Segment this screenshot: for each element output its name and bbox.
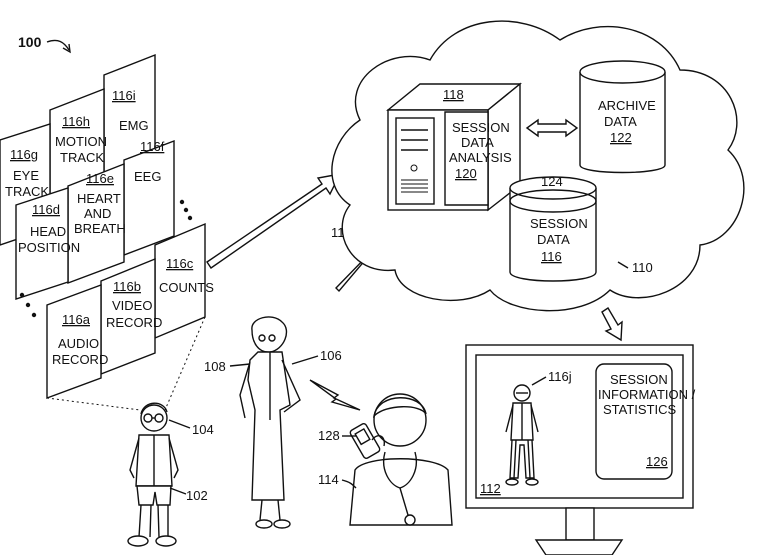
svg-text:116a: 116a — [62, 312, 91, 327]
svg-text:ARCHIVE: ARCHIVE — [598, 98, 656, 113]
svg-text:106: 106 — [320, 348, 342, 363]
svg-text:HEART: HEART — [77, 191, 121, 206]
svg-text:SESSION: SESSION — [610, 372, 668, 387]
svg-text:TRACK: TRACK — [60, 150, 104, 165]
svg-text:AUDIO: AUDIO — [58, 336, 99, 351]
svg-text:116: 116 — [541, 249, 562, 264]
wireless-signal-icon — [310, 380, 360, 410]
svg-text:EEG: EEG — [134, 169, 161, 184]
svg-text:SESSION: SESSION — [530, 216, 588, 231]
svg-text:116b: 116b — [113, 279, 141, 294]
svg-text:116e: 116e — [86, 171, 114, 186]
svg-text:116c: 116c — [166, 256, 194, 271]
adult-figure-106: 108 106 — [204, 317, 342, 528]
svg-text:DATA: DATA — [604, 114, 637, 129]
panel-116a: 116a AUDIO RECORD — [47, 285, 108, 398]
server-118: 118 SESSION DATA ANALYSIS 120 — [388, 84, 520, 210]
svg-text:DATA: DATA — [461, 135, 494, 150]
svg-text:ANALYSIS: ANALYSIS — [449, 150, 512, 165]
session-data-116: 124 SESSION DATA 116 — [510, 174, 596, 281]
svg-text:120: 120 — [455, 166, 477, 181]
panel-116e: 116e HEART AND BREATH — [68, 164, 126, 283]
svg-text:BREATH: BREATH — [74, 221, 126, 236]
svg-text:DATA: DATA — [537, 232, 570, 247]
svg-text:AND: AND — [84, 206, 111, 221]
clinician-figure-114: 128 114 — [318, 394, 452, 525]
svg-text:EYE: EYE — [13, 168, 39, 183]
svg-text:POSITION: POSITION — [18, 240, 80, 255]
svg-text:114: 114 — [318, 472, 339, 487]
svg-text:116f: 116f — [140, 139, 165, 154]
svg-text:HEAD: HEAD — [30, 224, 66, 239]
panel-116c: 116c COUNTS — [155, 224, 214, 338]
svg-text:COUNTS: COUNTS — [159, 280, 214, 295]
data-flow-arrow-to-cloud — [207, 174, 340, 268]
svg-text:124: 124 — [541, 174, 563, 189]
cloud-to-monitor-arrow — [602, 308, 622, 340]
svg-text:102: 102 — [186, 488, 208, 503]
svg-text:116g: 116g — [10, 147, 38, 162]
svg-text:108: 108 — [204, 359, 226, 374]
svg-text:RECORD: RECORD — [52, 352, 108, 367]
svg-text:MOTION: MOTION — [55, 134, 107, 149]
svg-text:INFORMATION /: INFORMATION / — [598, 387, 696, 402]
monitor-112: SESSION INFORMATION / STATISTICS 126 112… — [466, 345, 696, 555]
svg-text:STATISTICS: STATISTICS — [603, 402, 677, 417]
svg-text:104: 104 — [192, 422, 214, 437]
figure-number: 100 — [18, 34, 42, 50]
svg-text:112: 112 — [480, 481, 501, 496]
svg-text:116h: 116h — [62, 114, 90, 129]
svg-text:EMG: EMG — [119, 118, 149, 133]
svg-text:RECORD: RECORD — [106, 315, 162, 330]
svg-text:122: 122 — [610, 130, 632, 145]
svg-text:116j: 116j — [548, 369, 572, 384]
panel-116b: 116b VIDEO RECORD — [101, 259, 162, 374]
svg-text:VIDEO: VIDEO — [112, 298, 152, 313]
svg-text:126: 126 — [646, 454, 668, 469]
svg-text:116d: 116d — [32, 202, 60, 217]
svg-text:110: 110 — [632, 260, 653, 275]
svg-text:128: 128 — [318, 428, 340, 443]
child-figure-102: 104 102 — [128, 403, 214, 546]
figure-number-arrow — [47, 40, 69, 50]
svg-text:118: 118 — [443, 87, 464, 102]
svg-text:SESSION: SESSION — [452, 120, 510, 135]
svg-text:116i: 116i — [112, 88, 136, 103]
archive-data-122: ARCHIVE DATA 122 — [580, 61, 665, 173]
